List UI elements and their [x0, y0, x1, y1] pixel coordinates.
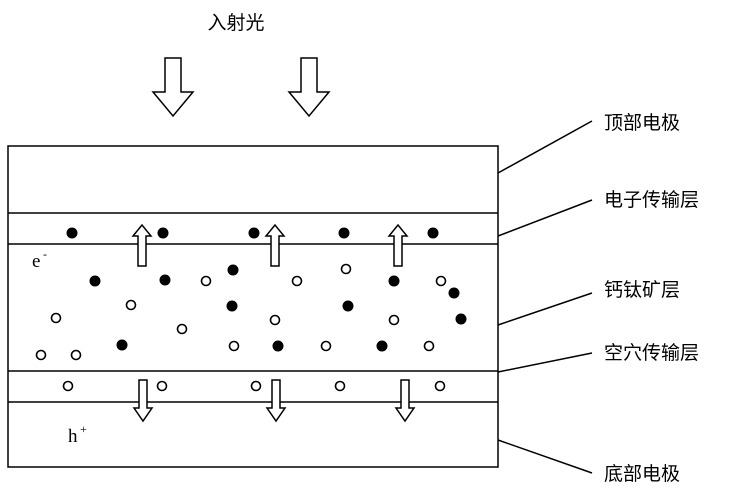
leader-line-bottom-electrode: [497, 439, 593, 474]
electron-dot: [455, 313, 467, 325]
hole-dot: [50, 312, 62, 324]
hole-dot: [423, 340, 435, 352]
hole-carrier-label: h +: [68, 422, 87, 447]
electron-dot: [226, 300, 238, 312]
device-stack: [7, 145, 499, 468]
leader-lines: [497, 120, 593, 474]
hole-dot: [269, 314, 281, 326]
leader-line-etl: [497, 199, 593, 237]
incident-light-arrow-icon: [151, 57, 195, 118]
hole-dot: [434, 380, 446, 392]
hole-dot: [125, 299, 137, 311]
electron-dot: [272, 340, 284, 352]
electron-dot: [338, 227, 350, 239]
electron-flow-arrow-icon: [264, 223, 286, 267]
hole-dot: [156, 380, 168, 392]
electron-flow-arrow-icon: [131, 223, 153, 267]
hole-dot: [35, 349, 47, 361]
hole-charge: +: [80, 422, 87, 436]
electron-dot: [448, 287, 460, 299]
bottom-electrode-label: 底部电极: [604, 463, 680, 485]
hole-dot: [291, 275, 303, 287]
device-outline: [7, 145, 499, 468]
electron-dot: [388, 275, 400, 287]
hole-dot: [388, 314, 400, 326]
leader-line-top-electrode: [497, 120, 593, 174]
perovskite-layer-label: 钙钛矿层: [604, 279, 680, 301]
leader-line-perovskite: [497, 292, 593, 326]
electron-dot: [227, 264, 239, 276]
electron-dot: [248, 227, 260, 239]
hole-dot: [70, 349, 82, 361]
electron-dot: [157, 227, 169, 239]
hole-symbol: h: [68, 426, 78, 447]
hole-dot: [200, 275, 212, 287]
htl-label: 空穴传输层: [604, 342, 699, 364]
electron-dot: [159, 274, 171, 286]
incident-light-arrow-icon: [287, 57, 331, 118]
electron-symbol: e: [32, 251, 40, 272]
electron-dot: [116, 339, 128, 351]
hole-dot: [435, 275, 447, 287]
hole-dot: [228, 340, 240, 352]
electron-flow-arrow-icon: [387, 223, 409, 267]
incident-light-arrows: [151, 57, 331, 118]
electron-charge: -: [43, 247, 47, 261]
incident-light-label: 入射光: [207, 12, 264, 34]
electron-dot: [89, 275, 101, 287]
hole-flow-arrows: [132, 379, 416, 423]
hole-flow-arrow-icon: [265, 379, 287, 423]
top-electrode-label: 顶部电极: [604, 112, 680, 134]
hole-dot: [320, 340, 332, 352]
holes: [35, 263, 447, 392]
electron-carrier-label: e -: [32, 247, 47, 272]
hole-dot: [250, 380, 262, 392]
leader-line-htl: [497, 352, 593, 373]
hole-dot: [334, 380, 346, 392]
hole-flow-arrow-icon: [394, 379, 416, 423]
electron-dot: [376, 340, 388, 352]
hole-dot: [62, 380, 74, 392]
electrons: [66, 227, 467, 352]
electron-dot: [342, 300, 354, 312]
hole-flow-arrow-icon: [132, 379, 154, 423]
etl-label: 电子传输层: [604, 189, 699, 211]
hole-dot: [340, 263, 352, 275]
electron-dot: [427, 227, 439, 239]
hole-dot: [176, 323, 188, 335]
electron-flow-arrows: [131, 223, 409, 267]
electron-dot: [66, 227, 78, 239]
